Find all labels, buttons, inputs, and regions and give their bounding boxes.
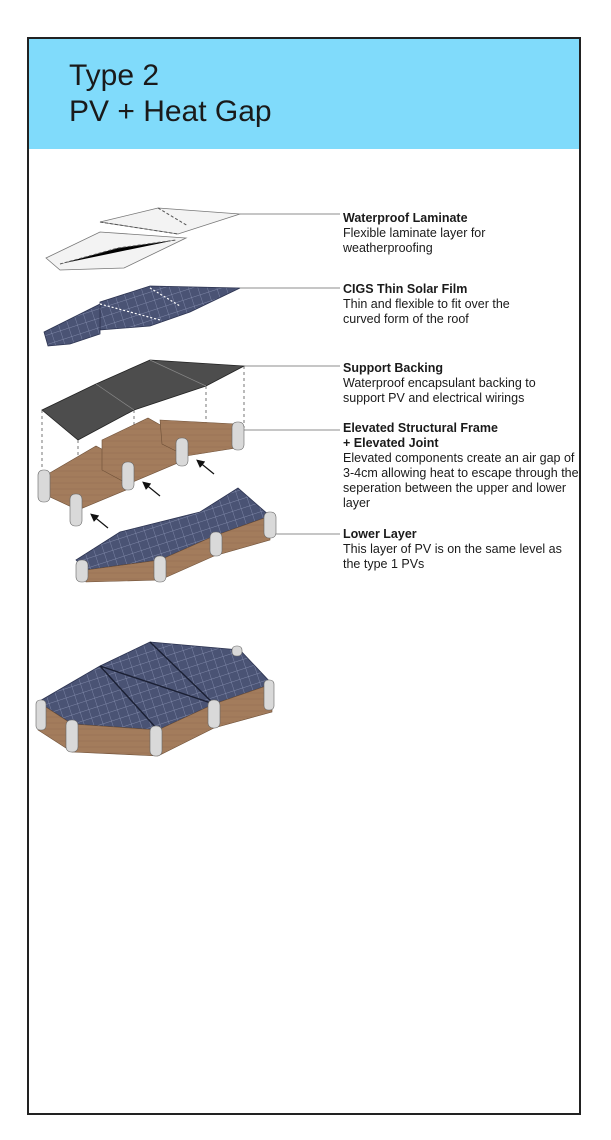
label-elevated-frame: Elevated Structural Frame + Elevated Joi… xyxy=(343,421,593,511)
label-title: CIGS Thin Solar Film xyxy=(343,282,468,296)
label-title: Waterproof Laminate xyxy=(343,211,468,225)
waterproof-laminate-layer xyxy=(45,207,241,271)
title-type: Type 2 xyxy=(69,59,160,92)
support-backing-layer xyxy=(41,359,246,441)
header-banner: Type 2 PV + Heat Gap xyxy=(29,39,579,149)
label-description: Elevated components create an air gap of… xyxy=(343,451,579,510)
lift-arrows xyxy=(90,459,215,529)
leader-lines xyxy=(240,213,340,535)
label-title-line2: + Elevated Joint xyxy=(343,436,439,450)
label-description: Waterproof encapsulant backing to suppor… xyxy=(343,376,536,405)
elevated-joint xyxy=(37,421,245,527)
lower-layer xyxy=(75,487,277,583)
label-cigs-solar-film: CIGS Thin Solar Film Thin and flexible t… xyxy=(343,282,593,327)
label-title: Lower Layer xyxy=(343,527,417,541)
title-subtitle: PV + Heat Gap xyxy=(69,95,272,128)
label-title: Elevated Structural Frame xyxy=(343,421,498,435)
cigs-solar-film-layer xyxy=(43,285,241,347)
label-title: Support Backing xyxy=(343,361,444,375)
elevated-structural-frame xyxy=(37,417,245,527)
label-waterproof-laminate: Waterproof Laminate Flexible laminate la… xyxy=(343,211,593,256)
label-description: This layer of PV is on the same level as… xyxy=(343,542,562,571)
label-description: Flexible laminate layer for weatherproof… xyxy=(343,226,486,255)
label-description: Thin and flexible to fit over the curved… xyxy=(343,297,510,326)
label-lower-layer: Lower Layer This layer of PV is on the s… xyxy=(343,527,593,572)
label-support-backing: Support Backing Waterproof encapsulant b… xyxy=(343,361,593,406)
assembled-module xyxy=(35,641,275,757)
